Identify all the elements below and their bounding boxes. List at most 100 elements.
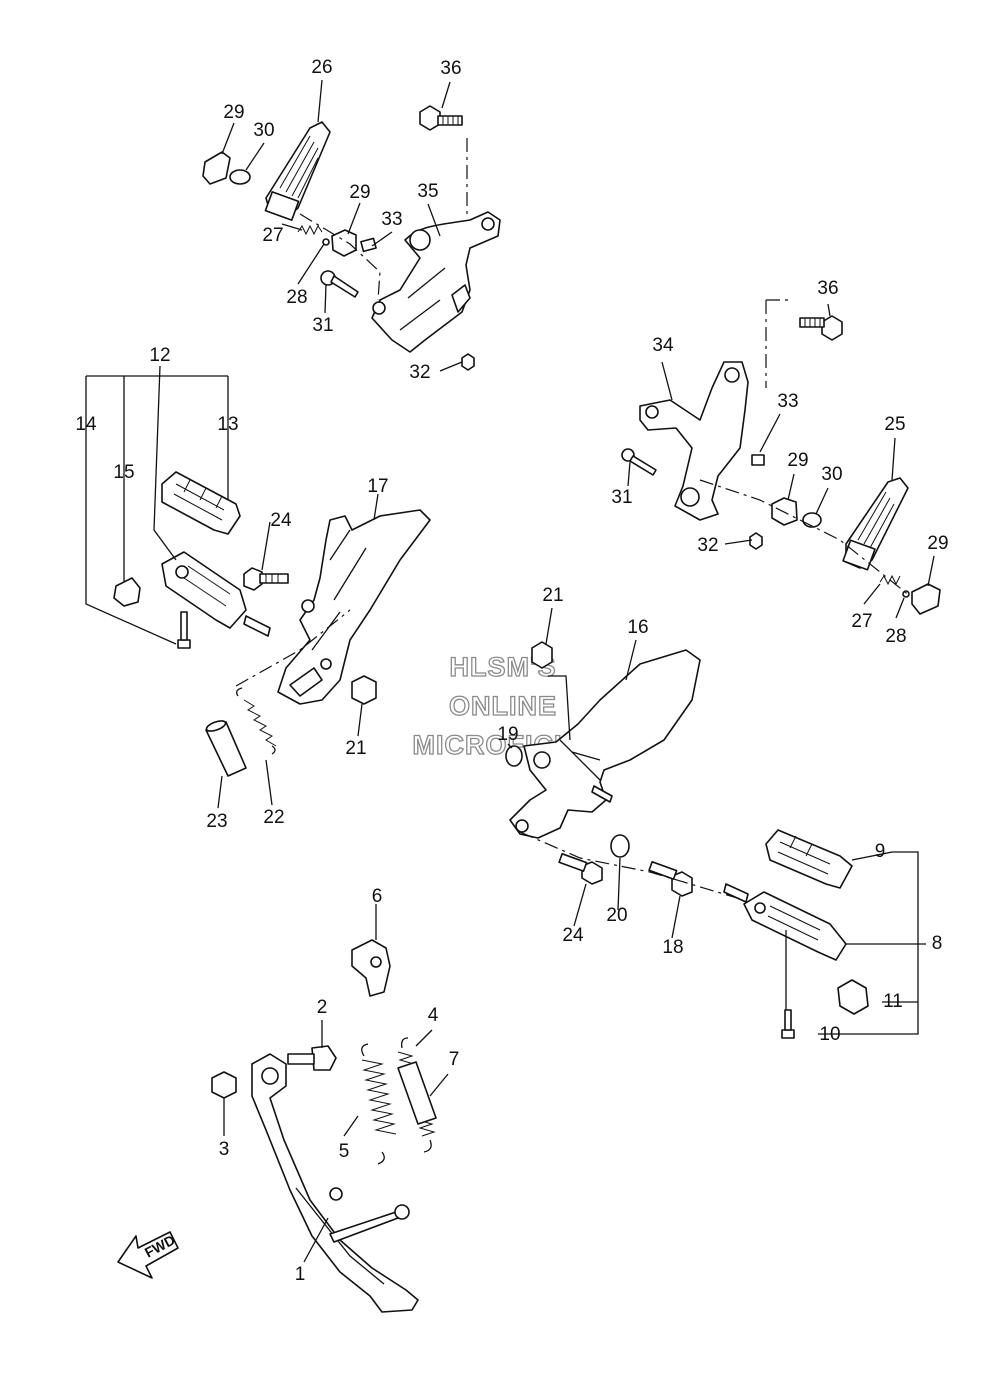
callout-5: 5 — [339, 1141, 350, 1162]
sidestand-1 — [251, 1053, 419, 1313]
bracket-17 — [277, 509, 431, 705]
spring-27 — [297, 224, 323, 236]
fwd-arrow: FWD — [117, 1231, 179, 1279]
callout-20: 20 — [606, 905, 627, 926]
footpeg-rubber-13 — [161, 471, 241, 535]
bracket-16 — [509, 649, 701, 839]
bolt-10 — [781, 1009, 795, 1039]
callout-31-right: 31 — [611, 487, 632, 508]
nut-32b — [749, 532, 763, 550]
callout-32-right: 32 — [697, 535, 718, 556]
spring-22 — [236, 687, 277, 755]
callout-10: 10 — [819, 1024, 840, 1045]
nut-21b — [531, 641, 553, 669]
rear-footpeg-26 — [264, 121, 331, 221]
callout-27-top: 27 — [262, 225, 283, 246]
spring-4 — [397, 1037, 436, 1153]
callout-33-top: 33 — [381, 209, 402, 230]
callout-11: 11 — [883, 991, 903, 1012]
damper-33 — [360, 237, 377, 253]
bolt-31 — [320, 270, 359, 298]
front-footrest-left-assembly — [85, 365, 431, 809]
callout-32-top: 32 — [409, 362, 430, 383]
callout-7: 7 — [449, 1049, 460, 1070]
damper-33b — [751, 454, 765, 466]
footpeg-stopper-29c — [771, 497, 798, 526]
callout-22: 22 — [263, 807, 284, 828]
bolt-2 — [287, 1045, 337, 1071]
callout-12: 12 — [149, 345, 170, 366]
watermark-line-2: ONLINE — [449, 691, 557, 721]
switch-6 — [351, 939, 391, 997]
front-footrest-right-assembly — [505, 607, 926, 1039]
callout-35: 35 — [417, 181, 438, 202]
callout-25: 25 — [884, 414, 905, 435]
spring-5 — [361, 1043, 397, 1165]
rear-footpeg-25 — [842, 477, 909, 571]
callout-8: 8 — [932, 933, 943, 954]
rear-bracket-34 — [639, 361, 749, 521]
bolt-36 — [419, 105, 463, 131]
ball-28b — [902, 590, 910, 598]
callout-24-right: 24 — [562, 925, 584, 946]
callout-23: 23 — [206, 811, 227, 832]
footpeg-stopper-29 — [202, 151, 231, 185]
rear-footrest-left-assembly — [202, 79, 501, 372]
callout-31-top: 31 — [312, 315, 333, 336]
callout-21-left: 21 — [345, 738, 366, 759]
callout-26: 26 — [311, 57, 332, 78]
callout-13: 13 — [217, 414, 238, 435]
callout-18: 18 — [662, 937, 683, 958]
footpeg-8 — [723, 883, 847, 961]
footpeg-stopper-29b — [331, 229, 357, 257]
callout-17: 17 — [367, 476, 388, 497]
callout-19: 19 — [497, 724, 518, 745]
callout-29-a: 29 — [223, 102, 244, 123]
callout-16: 16 — [627, 617, 648, 638]
callout-34: 34 — [652, 335, 674, 356]
bolt-18 — [648, 860, 693, 897]
rear-footrest-right-assembly — [621, 299, 941, 619]
bolt-31b — [621, 448, 657, 476]
rear-bracket-35 — [371, 211, 501, 353]
bolt-24 — [243, 567, 289, 591]
callout-28-top: 28 — [286, 287, 307, 308]
callout-29-b: 29 — [349, 182, 370, 203]
callout-29-d: 29 — [927, 533, 948, 554]
nut-21 — [351, 675, 377, 705]
callout-6: 6 — [372, 886, 383, 907]
nut-3 — [211, 1071, 237, 1099]
callout-14: 14 — [75, 414, 97, 435]
footpeg-pin-30 — [229, 169, 251, 185]
callout-30-right: 30 — [821, 464, 842, 485]
callout-29-c: 29 — [787, 450, 808, 471]
callout-24-left: 24 — [270, 510, 292, 531]
footpeg-weight-15 — [113, 577, 141, 607]
callout-33-right: 33 — [777, 391, 798, 412]
ball-28 — [322, 238, 330, 246]
nut-32 — [461, 353, 475, 371]
callout-21-right: 21 — [542, 585, 563, 606]
footpeg-rubber-9 — [765, 829, 853, 889]
callout-labels: 1 2 3 4 5 6 7 8 9 10 11 12 13 14 15 16 1… — [75, 57, 948, 1285]
callout-36-top: 36 — [440, 58, 461, 79]
callout-27-right: 27 — [851, 611, 872, 632]
footpeg-pin-30b — [802, 512, 822, 528]
footpeg-weight-11 — [837, 979, 869, 1015]
callout-4: 4 — [428, 1005, 439, 1026]
washer-20 — [610, 834, 630, 858]
callout-1: 1 — [295, 1264, 306, 1285]
spring-cover-7 — [397, 1061, 437, 1125]
washer-19 — [505, 745, 523, 767]
callout-3: 3 — [219, 1139, 230, 1160]
sidestand-assembly: FWD — [117, 904, 449, 1313]
callout-15: 15 — [113, 462, 134, 483]
callout-9: 9 — [875, 841, 886, 862]
footpeg-12 — [161, 551, 271, 637]
bolt-24b — [558, 852, 603, 885]
callout-36-right: 36 — [817, 278, 838, 299]
bolt-14 — [177, 611, 191, 649]
bolt-36b — [799, 315, 843, 341]
callout-28-right: 28 — [885, 626, 906, 647]
